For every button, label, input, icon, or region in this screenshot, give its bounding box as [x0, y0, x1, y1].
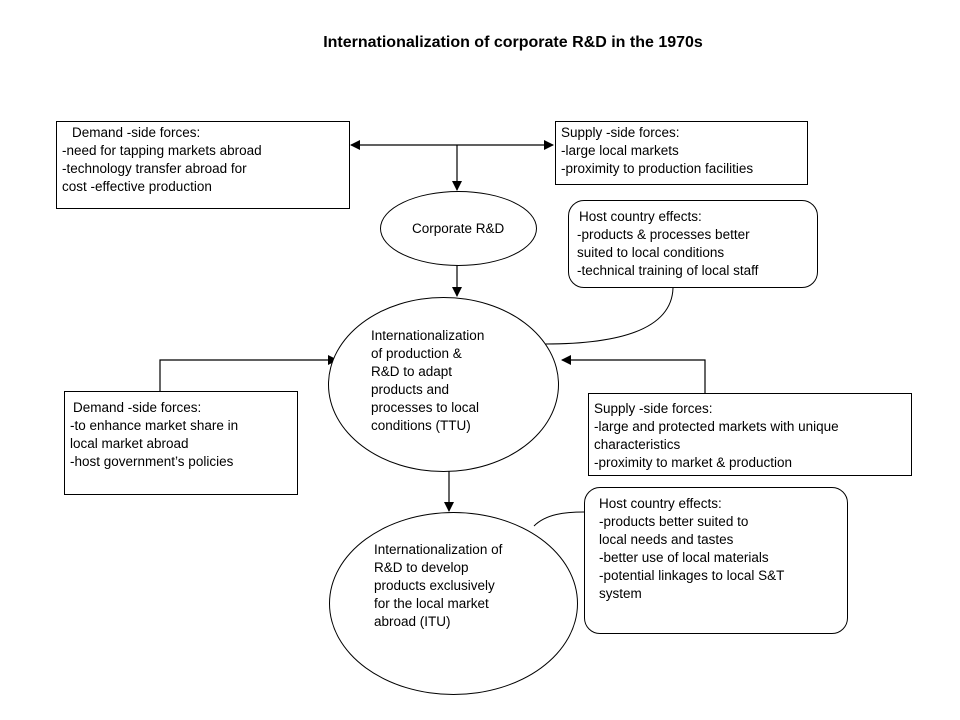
host-bottom-heading: Host country effects:	[599, 496, 722, 511]
itu-line: R&D to develop	[374, 560, 469, 575]
itu-line: products exclusively	[374, 578, 495, 593]
host-effects-top-box: Host country effects: -products & proces…	[568, 200, 818, 288]
ttu-line: conditions (TTU)	[371, 418, 471, 433]
supply-mid-heading: Supply -side forces:	[594, 401, 713, 416]
supply-side-forces-top-box: Supply -side forces: -large local market…	[555, 121, 808, 185]
host-bottom-line: system	[599, 586, 642, 601]
ttu-line: R&D to adapt	[371, 364, 453, 379]
demand-top-line: cost -effective production	[62, 179, 212, 194]
host-bottom-line: -potential linkages to local S&T	[599, 568, 785, 583]
supply-top-line: -large local markets	[561, 143, 679, 158]
itu-line: Internationalization of	[374, 542, 503, 557]
demand-top-line: -technology transfer abroad for	[62, 161, 247, 176]
corporate-rd-node	[380, 191, 537, 266]
demand-side-forces-mid-box: Demand -side forces: -to enhance market …	[64, 391, 298, 495]
demand-mid-line: -to enhance market share in	[70, 418, 239, 433]
arrow-supply-mid-to-ttu	[561, 355, 706, 393]
ttu-line: products and	[371, 382, 450, 397]
arrow-demand-mid-to-ttu	[159, 355, 338, 391]
host-top-heading: Host country effects:	[579, 209, 702, 224]
diagram-title: Internationalization of corporate R&D in…	[323, 34, 703, 51]
demand-top-line: -need for tapping markets abroad	[62, 143, 262, 158]
host-bottom-line: -better use of local materials	[599, 550, 769, 565]
supply-top-line: -proximity to production facilities	[561, 161, 754, 176]
host-top-line: -products & processes better	[577, 227, 750, 242]
itu-label: Internationalization of R&D to develop p…	[374, 541, 502, 631]
supply-mid-line: -proximity to market & production	[594, 455, 793, 470]
ttu-line: of production &	[371, 346, 462, 361]
host-bottom-line: local needs and tastes	[599, 532, 734, 547]
host-top-line: -technical training of local staff	[577, 263, 759, 278]
supply-top-heading: Supply -side forces:	[561, 125, 680, 140]
demand-side-forces-top-box: Demand -side forces: -need for tapping m…	[56, 121, 350, 209]
demand-mid-line: -host government’s policies	[70, 454, 234, 469]
link-ttu-host-top	[544, 287, 674, 345]
itu-line: abroad (ITU)	[374, 614, 451, 629]
itu-node	[329, 512, 578, 695]
host-bottom-line: -products better suited to	[599, 514, 749, 529]
demand-mid-line: local market abroad	[70, 436, 189, 451]
ttu-label: Internationalization of production & R&D…	[371, 327, 484, 435]
ttu-node	[328, 297, 559, 472]
demand-top-heading: Demand -side forces:	[72, 125, 201, 140]
ttu-line: processes to local	[371, 400, 480, 415]
link-itu-host-bottom	[533, 511, 585, 527]
supply-side-forces-mid-box: Supply -side forces: -large and protecte…	[588, 393, 912, 476]
ttu-line: Internationalization	[371, 328, 485, 343]
supply-mid-line: -large and protected markets with unique	[594, 419, 839, 434]
supply-mid-line: characteristics	[594, 437, 681, 452]
corporate-rd-label: Corporate R&D	[412, 221, 505, 236]
demand-mid-heading: Demand -side forces:	[73, 400, 202, 415]
itu-line: for the local market	[374, 596, 489, 611]
host-top-line: suited to local conditions	[577, 245, 725, 260]
host-effects-bottom-box: Host country effects: -products better s…	[584, 487, 848, 634]
